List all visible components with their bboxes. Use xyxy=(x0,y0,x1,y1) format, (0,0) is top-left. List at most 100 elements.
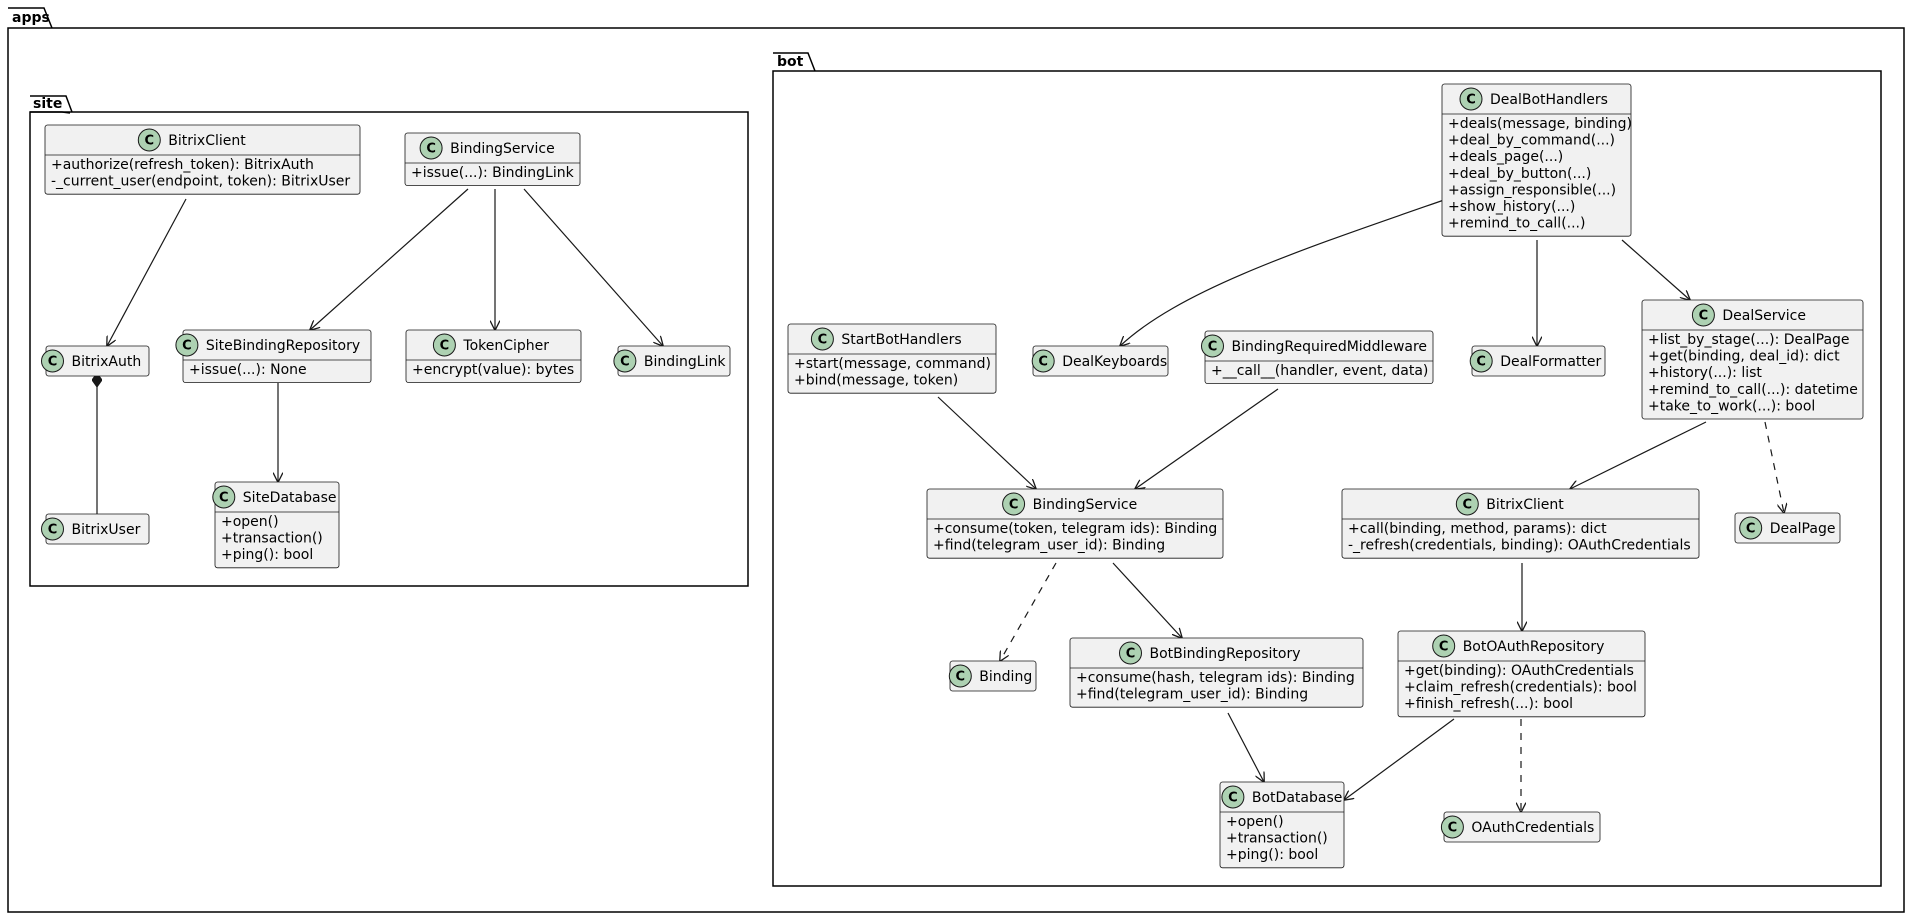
class-stereotype-icon xyxy=(212,485,236,509)
relation-site-bitrix-client-to-site-bitrix-auth xyxy=(107,198,187,346)
class-name: DealService xyxy=(1722,308,1806,324)
class-member: +transaction() xyxy=(1226,831,1328,847)
class-stereotype-letter: C xyxy=(1439,640,1449,655)
class-stereotype-letter: C xyxy=(1038,355,1048,370)
class-stereotype-letter: C xyxy=(1228,791,1238,806)
class-box xyxy=(1397,630,1646,718)
class-member: +remind_to_call(...) xyxy=(1448,216,1585,232)
class-name: Binding xyxy=(979,669,1032,685)
class-stereotype-letter: C xyxy=(1126,647,1136,662)
class-name: BitrixUser xyxy=(72,522,141,538)
class-stereotype-icon xyxy=(1691,303,1715,327)
class-stereotype-letter: C xyxy=(620,355,630,370)
package-bot: bot xyxy=(772,52,1882,887)
class-stereotype-icon xyxy=(419,136,443,160)
class-stereotype-letter: C xyxy=(440,339,450,354)
class-name: BotDatabase xyxy=(1252,790,1342,806)
class-box xyxy=(1734,512,1841,544)
class-member: -_refresh(credentials, binding): OAuthCr… xyxy=(1348,538,1691,554)
class-box xyxy=(787,323,997,394)
class-member: +encrypt(value): bytes xyxy=(412,362,574,378)
class-name: BindingService xyxy=(1033,497,1138,513)
class-name: BitrixAuth xyxy=(72,354,142,370)
class-stereotype-icon xyxy=(1031,349,1055,373)
class-member: +start(message, command) xyxy=(794,356,991,372)
relation-bot-binding-repository-to-bot-database xyxy=(1227,712,1264,782)
class-member: +deals(message, binding) xyxy=(1448,116,1632,132)
class-stereotype-icon xyxy=(948,664,972,688)
relation-bot-binding-service-to-bot-binding xyxy=(1000,562,1057,661)
class-box xyxy=(404,132,581,186)
class-stereotype-icon xyxy=(1455,492,1479,516)
class-stereotype-letter: C xyxy=(182,339,192,354)
class-stereotype-letter: C xyxy=(956,670,966,685)
class-stereotype-icon xyxy=(1739,516,1763,540)
class-member: +get(binding, deal_id): dict xyxy=(1648,349,1840,365)
class-member: +list_by_stage(...): DealPage xyxy=(1648,332,1850,348)
class-stereotype-icon xyxy=(1119,641,1142,665)
class-member: +find(telegram_user_id): Binding xyxy=(1076,687,1308,703)
class-name: OAuthCredentials xyxy=(1471,820,1594,836)
class-stereotype-icon xyxy=(1432,634,1456,658)
class-name: BindingService xyxy=(450,141,555,157)
class-name: BotBindingRepository xyxy=(1150,646,1301,662)
relation-bot-oauth-repository-to-bot-database xyxy=(1344,718,1455,800)
class-stereotype-icon xyxy=(432,333,456,357)
class-bot-deal-service: C DealService +list_by_stage(...): DealPag… xyxy=(1641,299,1864,420)
class-member: +consume(hash, telegram ids): Binding xyxy=(1076,670,1355,686)
class-stereotype-letter: C xyxy=(1699,309,1709,324)
class-member: +assign_responsible(...) xyxy=(1448,182,1616,198)
class-member: +deal_by_button(...) xyxy=(1448,166,1591,182)
package-apps: apps xyxy=(7,7,1905,913)
relations xyxy=(97,188,1784,812)
class-member: +remind_to_call(...): datetime xyxy=(1648,382,1858,398)
class-box xyxy=(1204,330,1434,384)
class-stereotype-icon xyxy=(810,327,834,351)
class-member: +deal_by_command(...) xyxy=(1448,133,1615,149)
class-member: -_current_user(endpoint, token): BitrixU… xyxy=(51,174,350,190)
class-box xyxy=(1441,83,1632,237)
class-stereotype-icon xyxy=(613,349,637,373)
class-member: +call(binding, method, params): dict xyxy=(1348,521,1607,537)
relation-bot-binding-required-middleware-to-bot-binding-service xyxy=(1135,388,1279,489)
class-name: BitrixClient xyxy=(168,133,246,149)
class-name: SiteBindingRepository xyxy=(206,338,360,354)
class-name: DealKeyboards xyxy=(1062,354,1167,370)
class-name: BindingLink xyxy=(644,354,726,370)
class-bot-binding: C Binding xyxy=(948,660,1037,692)
class-stereotype-letter: C xyxy=(219,491,229,506)
class-bot-deal-keyboards: C DealKeyboards xyxy=(1031,345,1169,377)
class-member: +__call__(handler, event, data) xyxy=(1211,363,1428,379)
relation-bot-deal-bot-handlers-to-bot-deal-service xyxy=(1621,239,1690,300)
class-member: +authorize(refresh_token): BitrixAuth xyxy=(51,157,314,173)
class-name: DealBotHandlers xyxy=(1490,92,1608,108)
class-box xyxy=(44,124,361,195)
class-member: +show_history(...) xyxy=(1448,199,1575,215)
relation-bot-deal-service-to-bot-deal-page xyxy=(1764,421,1784,513)
class-stereotype-letter: C xyxy=(1208,340,1218,355)
package-site-label: site xyxy=(33,96,62,112)
class-member: +claim_refresh(credentials): bool xyxy=(1404,680,1637,696)
class-bot-binding-repository: C BotBindingRepository +consume(hash, tele… xyxy=(1069,637,1364,708)
class-stereotype-icon xyxy=(1459,87,1483,111)
classes: C BitrixClient +authorize(refresh_token): … xyxy=(41,83,1864,869)
relation-bot-deal-bot-handlers-to-bot-deal-keyboards xyxy=(1120,199,1445,346)
class-stereotype-letter: C xyxy=(1463,498,1473,513)
class-member: +take_to_work(...): bool xyxy=(1648,398,1815,414)
class-name: BotOAuthRepository xyxy=(1463,639,1605,655)
